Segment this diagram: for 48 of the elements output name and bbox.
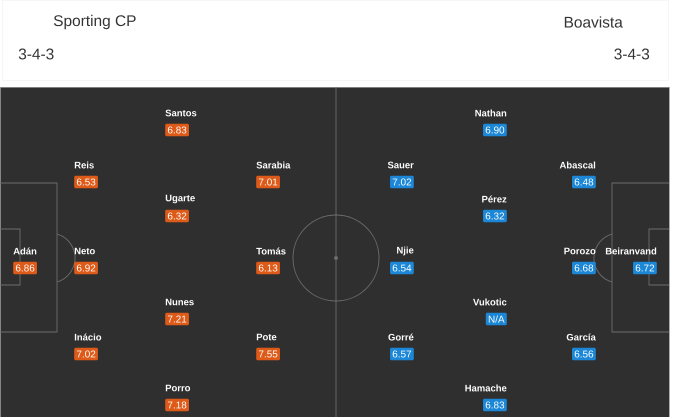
player-name: Abascal [560,162,596,168]
player-name: Nathan [475,110,506,116]
player-name: Santos [165,110,196,116]
rating-badge: 6.68 [572,262,596,274]
rating-badge: 7.02 [390,176,414,188]
rating-badge: 6.92 [74,262,98,274]
player-name: Neto [74,248,95,254]
player-name: Hamache [465,384,506,392]
rating-badge: 6.32 [165,210,189,222]
player-name: Ugarte [166,194,195,204]
rating-badge: 7.01 [256,176,280,188]
formation-label: 3-4-3 [614,48,650,60]
player-name: Porro [166,384,190,392]
formation-label: 3-4-3 [18,48,54,60]
rating-badge: 6.90 [483,124,507,136]
rating-badge: 6.53 [74,176,98,188]
player-name: Tomás [256,248,286,255]
rating-badge: 6.48 [572,176,596,188]
player-name: Vukotic [473,298,507,306]
rating-badge: 7.55 [256,348,280,360]
rating-badge: 6.83 [483,398,507,412]
player-name: Inácio [74,334,102,341]
player-name: Sauer [388,162,414,168]
rating-badge: 6.13 [256,262,280,274]
team-name: Sporting CP [54,14,136,30]
rating-badge: 6.56 [572,348,596,360]
player-name: Adán [13,248,36,255]
player-name: Njie [397,246,414,256]
rating-badge: 7.21 [165,312,189,326]
rating-badge: 6.72 [633,262,657,274]
pitch [0,87,670,417]
rating-badge: 6.83 [165,124,189,136]
player-name: Sarabia [256,162,290,168]
rating-badge: 7.18 [165,398,189,412]
player-name: Porozo [564,248,596,254]
player-name: Nunes [166,298,194,306]
player-name: Reis [74,162,94,168]
rating-badge: 6.86 [13,262,37,274]
rating-badge: 6.54 [390,262,414,274]
rating-badge: 6.57 [390,348,414,360]
player-name: Gorré [388,334,414,341]
team-name: Boavista [564,16,623,28]
player-name: Pérez [482,196,506,203]
rating-badge: 6.32 [483,210,507,222]
player-name: García [566,334,596,341]
player-name: Pote [256,334,276,340]
player-name: Beiranvand [606,248,656,254]
rating-badge: 7.02 [74,348,98,360]
